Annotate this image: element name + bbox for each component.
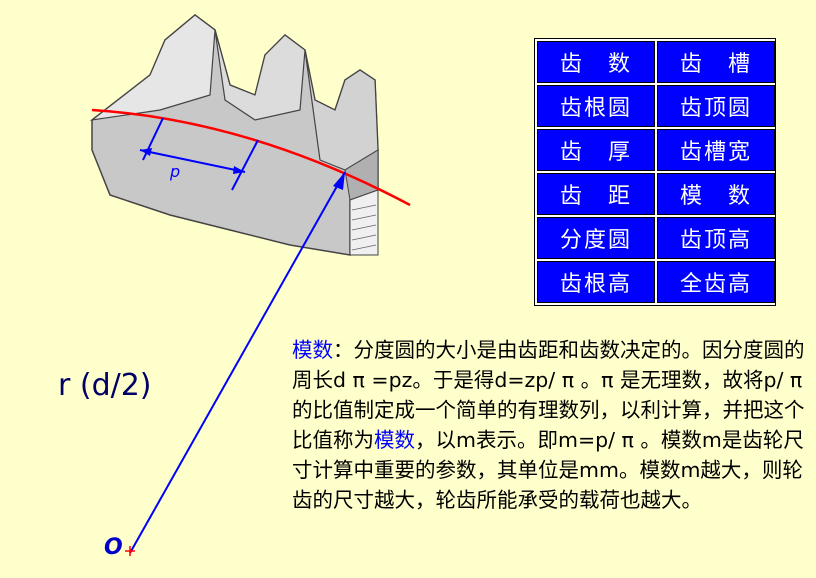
- pitch-circle-arc: [91, 108, 411, 207]
- module-description: 模数：分度圆的大小是由齿距和齿数决定的。因分度圆的周长d π =pz。于是得d=…: [292, 335, 812, 515]
- gear-tooth-1: [89, 14, 216, 121]
- term-cell: 齿根高: [537, 261, 655, 303]
- pitch-arrow-left: [140, 148, 152, 156]
- center-label: O: [104, 535, 123, 560]
- description-text-1: ：分度圆的大小是由齿距和齿数决定的。因分度圆的周长d π =pz。于是得d=zp…: [292, 338, 805, 452]
- pitch-dimension-line: [139, 149, 246, 173]
- pitch-label: p: [169, 162, 180, 181]
- term-cell: 齿根圆: [537, 85, 655, 127]
- term-cell: 分度圆: [537, 217, 655, 259]
- gear-tooth-2: [214, 29, 306, 121]
- radius-label: r (d/2): [58, 368, 152, 403]
- term-cell: 模 数: [657, 173, 775, 215]
- radius-arrow: [333, 172, 345, 190]
- module-term: 模数: [292, 338, 333, 362]
- gear-tooth-3: [304, 49, 379, 171]
- radius-line: [129, 171, 346, 554]
- term-cell: 齿 距: [537, 173, 655, 215]
- term-cell: 全齿高: [657, 261, 775, 303]
- term-cell: 齿槽宽: [657, 129, 775, 171]
- term-cell: 齿顶圆: [657, 85, 775, 127]
- pitch-arrow-right: [233, 166, 245, 174]
- gear-terms-table: 齿 数 齿 槽 齿根圆 齿顶圆 齿 厚 齿槽宽 齿 距 模 数 分度圆 齿顶高 …: [534, 38, 776, 306]
- module-term-2: 模数: [374, 428, 415, 452]
- term-cell: 齿 数: [537, 41, 655, 83]
- term-cell: 齿 槽: [657, 41, 775, 83]
- pitch-ext-right: [231, 139, 259, 191]
- description-text-2: ，以m表示。即m=p/ π 。模数m是齿轮尺寸计算中重要的参数，其单位是mm。模…: [292, 428, 804, 512]
- term-cell: 齿 厚: [537, 129, 655, 171]
- term-cell: 齿顶高: [657, 217, 775, 259]
